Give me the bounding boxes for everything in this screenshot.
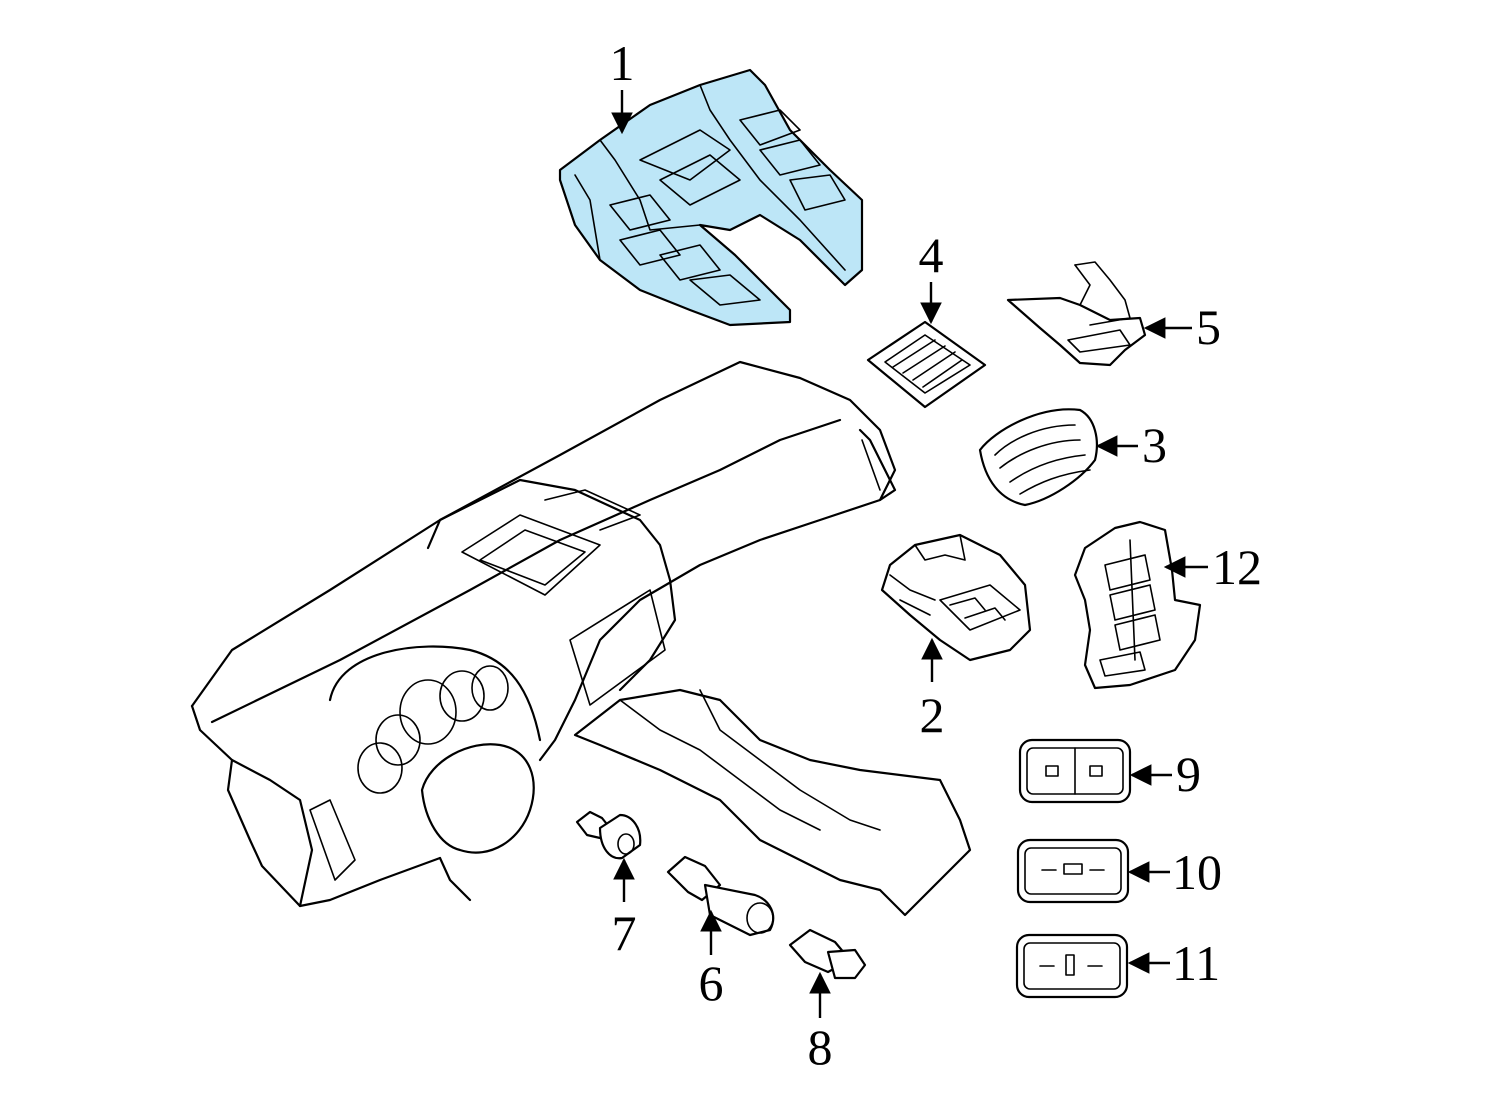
callout-11: 11 [1127, 935, 1220, 991]
callout-10-label: 10 [1172, 844, 1222, 900]
callout-8-label: 8 [808, 1019, 833, 1075]
callout-5: 5 [1143, 299, 1221, 355]
part-1-body [558, 68, 864, 327]
callout-6: 6 [699, 909, 724, 1011]
part-5-trim-bezel [1006, 261, 1147, 367]
part-8-switch [788, 928, 867, 980]
callout-1-label: 1 [610, 35, 635, 91]
callout-11-label: 11 [1172, 935, 1220, 991]
callout-1: 1 [610, 35, 635, 135]
part-11-button [1015, 933, 1129, 999]
callout-8: 8 [808, 971, 833, 1075]
callout-5-label: 5 [1196, 299, 1221, 355]
callout-2-label: 2 [920, 687, 945, 743]
part-9-button [1018, 738, 1132, 804]
part-10-button [1016, 838, 1130, 904]
callout-3-label: 3 [1142, 417, 1167, 473]
part-1-center-console-switch-panel [558, 68, 864, 327]
callout-7: 7 [612, 857, 637, 961]
callout-10: 10 [1127, 844, 1222, 900]
part-4-air-vent [866, 320, 987, 409]
callout-12: 12 [1163, 539, 1262, 595]
part-7-socket [575, 810, 642, 860]
callout-12-label: 12 [1212, 539, 1262, 595]
callout-4-label: 4 [919, 227, 944, 283]
part-3-round-air-vent [978, 408, 1098, 507]
callout-9-label: 9 [1176, 746, 1201, 802]
part-2-switch-assembly [880, 533, 1032, 662]
callout-2: 2 [920, 637, 945, 743]
callout-7-label: 7 [612, 905, 637, 961]
part-6-cigarette-lighter [666, 855, 775, 937]
dashboard-outline [190, 360, 972, 917]
callout-3: 3 [1095, 417, 1167, 473]
part-12-switch-panel [1073, 520, 1202, 690]
callout-4: 4 [919, 227, 944, 325]
callout-9: 9 [1129, 746, 1201, 802]
callout-6-label: 6 [699, 955, 724, 1011]
